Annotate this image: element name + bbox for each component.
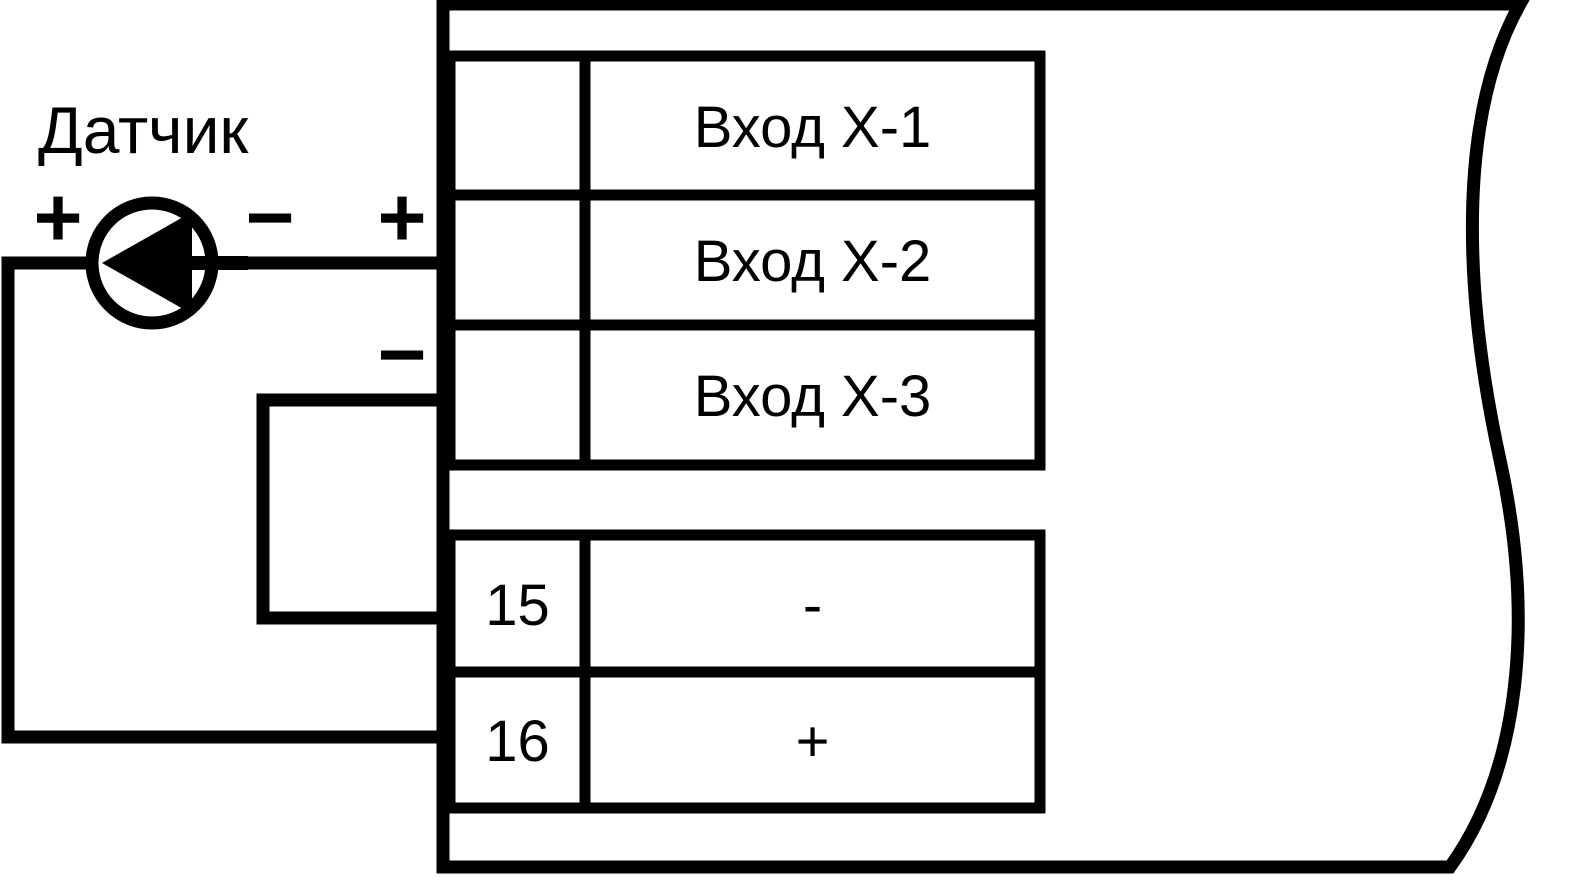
table-row-3-label: Вход X-3: [693, 364, 932, 429]
table-row-15-number: 15: [485, 573, 550, 638]
table-row-1-number-cell: [444, 50, 591, 201]
table-row-16-label: +: [795, 709, 830, 774]
sensor-minus-sign: −: [245, 170, 295, 264]
table-row-15-label: -: [802, 573, 823, 638]
table-row-3-number-cell: [444, 319, 591, 471]
device-input-plus-sign: +: [377, 170, 427, 264]
wire-outer-loop: [1, 256, 450, 744]
table-row-16-number: 16: [485, 709, 550, 774]
sensor-arrow-tail-icon: [186, 256, 248, 270]
sensor-title-label: Датчик: [38, 93, 249, 167]
wire-inner-loop: [256, 393, 450, 625]
table-row-1-label: Вход X-1: [693, 95, 932, 160]
sensor-plus-sign: +: [33, 170, 83, 264]
sensor-arrow-icon: [102, 212, 192, 314]
table-row-2-number-cell: [444, 189, 591, 331]
device-body-outline: [436, 0, 1530, 874]
device-common-minus-sign: −: [377, 307, 427, 401]
table-row-3-label-cell: [579, 319, 1046, 471]
table-row-2-label: Вход X-2: [693, 229, 932, 294]
table-row-16-label-cell: [579, 666, 1046, 814]
